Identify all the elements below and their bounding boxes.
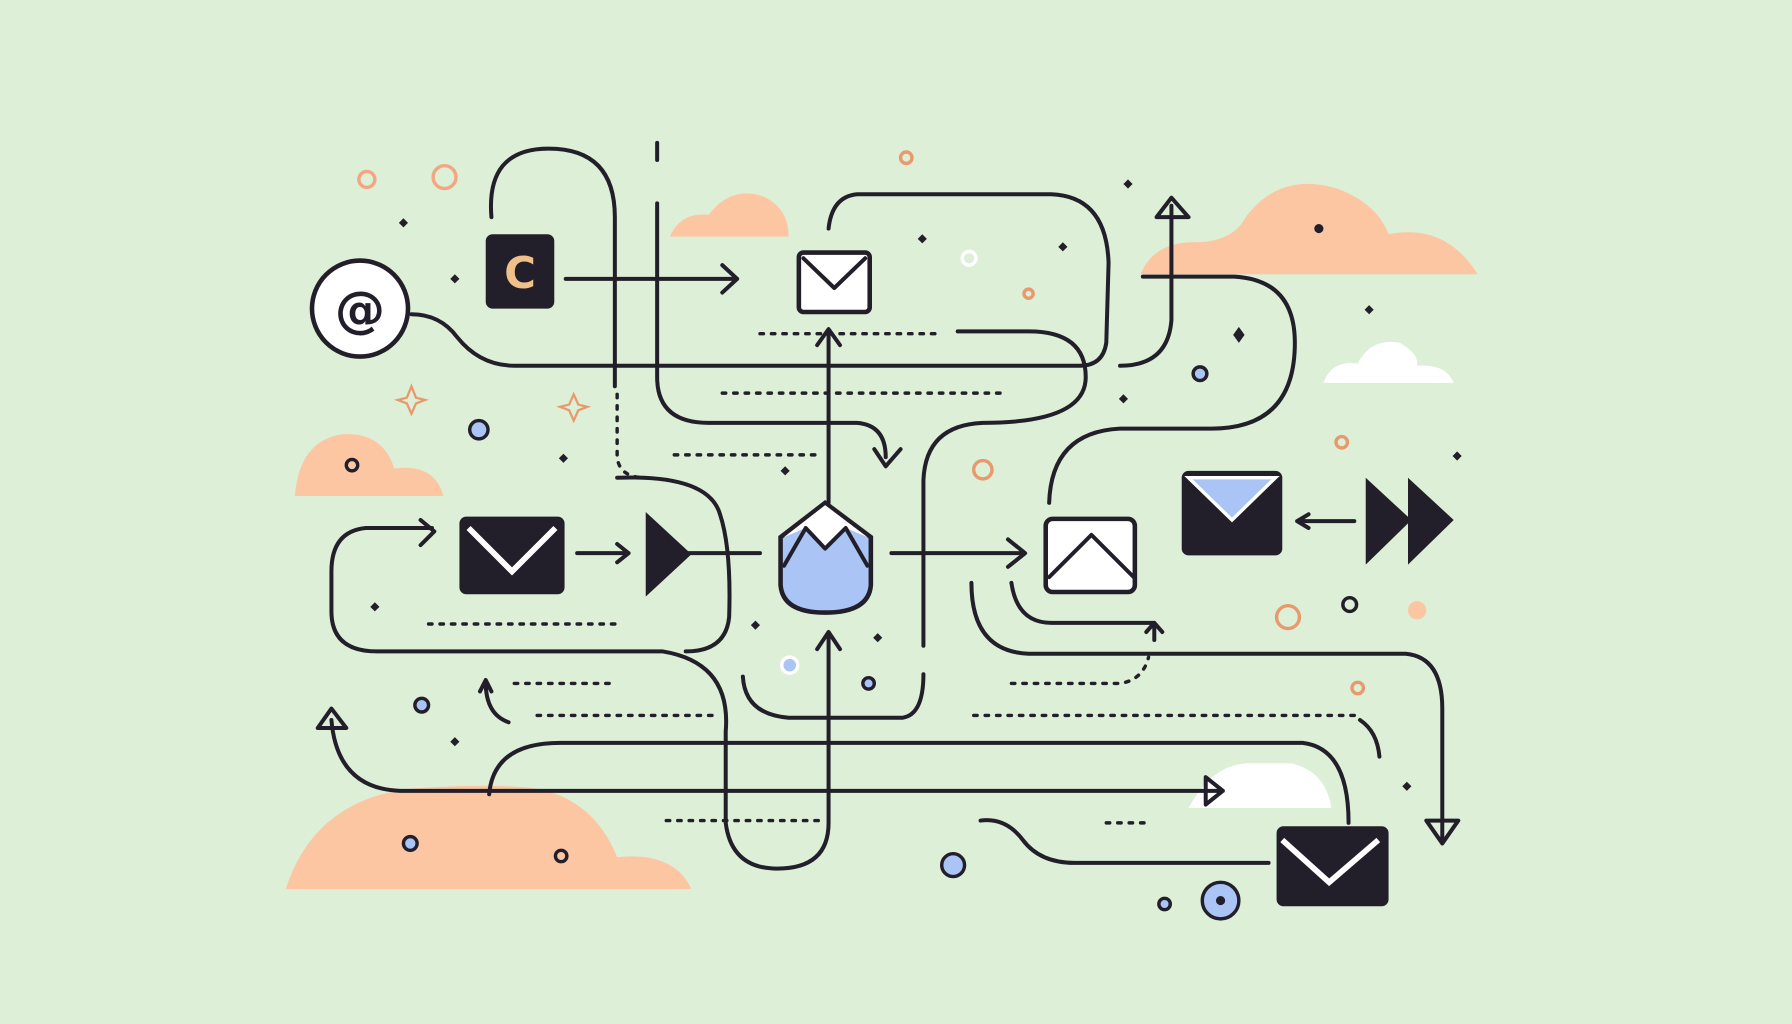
cloud-top-center: [669, 193, 789, 237]
clouds: [285, 183, 1478, 890]
cloud-top-right: [1140, 183, 1478, 275]
envelope-icon-left: [459, 516, 565, 595]
c-badge: C: [485, 234, 555, 309]
decorative-dots: [344, 150, 1427, 921]
fast-forward-icon: [1365, 477, 1454, 565]
cloud-white-right: [1323, 341, 1454, 383]
envelope-icon-bottom: [1276, 826, 1389, 907]
cloud-bottom-left: [285, 785, 692, 890]
c-letter: C: [504, 249, 536, 299]
cloud-left: [294, 434, 444, 496]
cloud-white-bottom: [1188, 763, 1332, 808]
at-symbol: @: [335, 280, 385, 339]
dotted-lines: [426, 332, 1362, 825]
mountain-envelope-icon: [778, 499, 874, 615]
envelope-icon-blue: [1181, 470, 1283, 556]
at-symbol-badge: @: [309, 258, 411, 359]
envelope-icon-top: [796, 250, 872, 315]
sparkles: [370, 179, 1462, 791]
play-icon: [645, 512, 692, 597]
image-envelope-icon: [1043, 516, 1138, 595]
connector-paths: [315, 140, 1461, 871]
